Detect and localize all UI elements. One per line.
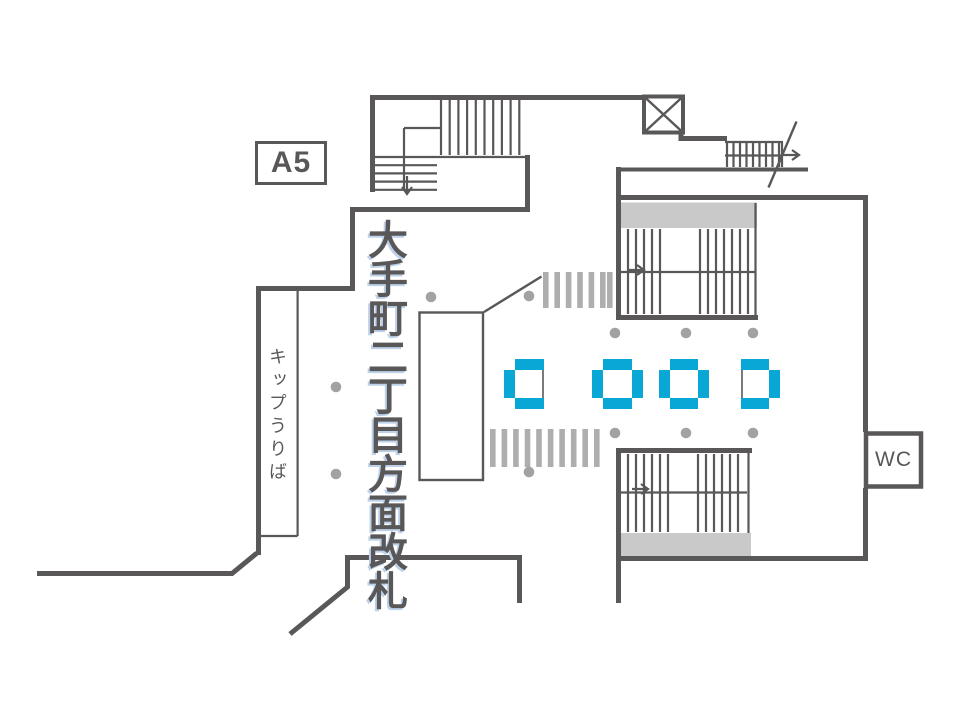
ticket-gates (504, 359, 780, 409)
wall-outline (37, 95, 868, 636)
lower-stripe-zone (490, 429, 600, 467)
station-booth (418, 275, 543, 482)
restroom-box (863, 431, 924, 489)
ticket-gate (741, 359, 780, 409)
elevator-icon (642, 94, 685, 135)
upper-left-stairs-icon (372, 99, 528, 196)
booth-pointer-line (483, 275, 543, 314)
ticket-gate (592, 359, 643, 409)
ticket-office-label: キップうりば (267, 347, 287, 485)
ticket-office-box (259, 290, 299, 538)
exit-badge-a5: A5 (255, 141, 327, 185)
stair-direction-arrow (401, 176, 413, 196)
restroom-label: WC (875, 447, 912, 471)
lower-right-stairs-icon (621, 453, 751, 556)
stair-direction-arrow (628, 264, 646, 276)
gate-name-label: 大手町二丁目方面改札 (362, 219, 406, 609)
escalator-icon (725, 121, 801, 188)
ticket-gate (659, 359, 709, 409)
upper-right-stairs-icon (621, 202, 757, 315)
upper-stripe-zone (543, 272, 613, 308)
ticket-gate (504, 359, 544, 409)
escalator-direction-arrow (783, 149, 801, 161)
escalator-slash (767, 121, 798, 188)
stair-direction-arrow (632, 483, 650, 495)
pillar-dots (330, 290, 759, 480)
